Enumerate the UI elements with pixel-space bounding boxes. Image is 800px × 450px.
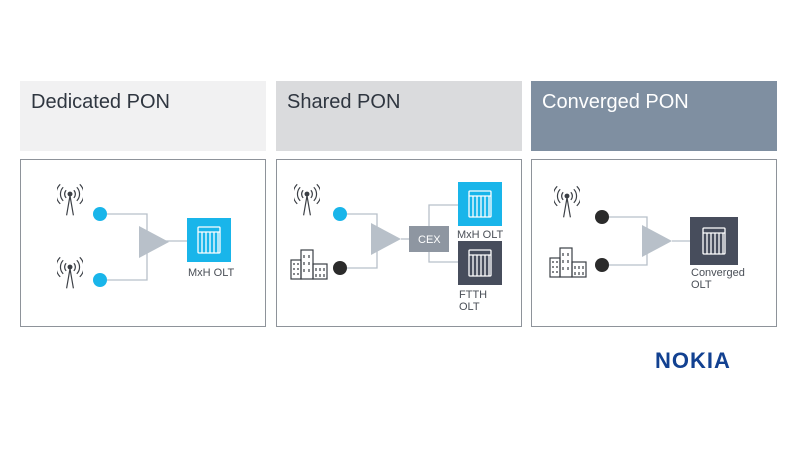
header-title: Dedicated PON bbox=[31, 91, 170, 113]
panel-shared-pon: CEX MxH OLT FTTH OLT bbox=[276, 159, 522, 327]
header-title: Converged PON bbox=[542, 91, 689, 113]
fiber-line bbox=[428, 204, 458, 226]
nokia-logo: NOKIA bbox=[655, 348, 731, 373]
header-converged-pon: Converged PON bbox=[531, 81, 777, 151]
buildings-icon bbox=[549, 247, 587, 278]
onu-node-cyan bbox=[93, 207, 107, 221]
ftth-olt-label-line1: FTTH bbox=[459, 289, 487, 301]
fiber-line bbox=[100, 252, 148, 281]
converged-olt-box bbox=[690, 217, 738, 265]
olt-label: MxH OLT bbox=[188, 267, 235, 279]
onu-node-dark bbox=[333, 261, 347, 275]
onu-node-cyan bbox=[333, 207, 347, 221]
header-shared-pon: Shared PON bbox=[276, 81, 522, 151]
fiber-line bbox=[602, 216, 648, 235]
ftth-olt-box bbox=[458, 241, 502, 285]
mxh-olt-box bbox=[458, 182, 502, 226]
onu-node-dark bbox=[595, 258, 609, 272]
panel-converged-pon: Converged OLT bbox=[531, 159, 777, 327]
splitter-triangle-icon bbox=[642, 225, 672, 257]
converged-olt-label-line1: Converged bbox=[691, 267, 745, 279]
splitter-triangle-icon bbox=[371, 223, 401, 255]
splitter-triangle-icon bbox=[139, 226, 169, 258]
onu-node-dark bbox=[595, 210, 609, 224]
buildings-icon bbox=[290, 249, 328, 280]
shared-pon-diagram: CEX MxH OLT FTTH OLT bbox=[290, 182, 504, 313]
cex-box bbox=[409, 226, 449, 252]
antenna-icon bbox=[294, 183, 320, 216]
converged-olt-label-line2: OLT bbox=[691, 279, 712, 291]
mxh-olt-box bbox=[187, 218, 231, 262]
antenna-icon bbox=[57, 183, 83, 216]
converged-pon-diagram: Converged OLT bbox=[549, 185, 745, 291]
fiber-line bbox=[340, 213, 378, 232]
antenna-icon bbox=[57, 256, 83, 289]
mxh-olt-label: MxH OLT bbox=[457, 229, 504, 241]
panel-dedicated-pon: MxH OLT bbox=[20, 159, 266, 327]
onu-node-cyan bbox=[93, 273, 107, 287]
ftth-olt-label-line2: OLT bbox=[459, 301, 480, 313]
antenna-icon bbox=[554, 185, 580, 218]
fiber-line bbox=[428, 252, 458, 263]
cex-label: CEX bbox=[418, 234, 441, 246]
fiber-line bbox=[340, 250, 378, 269]
dedicated-pon-diagram: MxH OLT bbox=[57, 183, 235, 289]
header-title: Shared PON bbox=[287, 91, 401, 113]
fiber-line bbox=[602, 247, 648, 266]
header-dedicated-pon: Dedicated PON bbox=[20, 81, 266, 151]
